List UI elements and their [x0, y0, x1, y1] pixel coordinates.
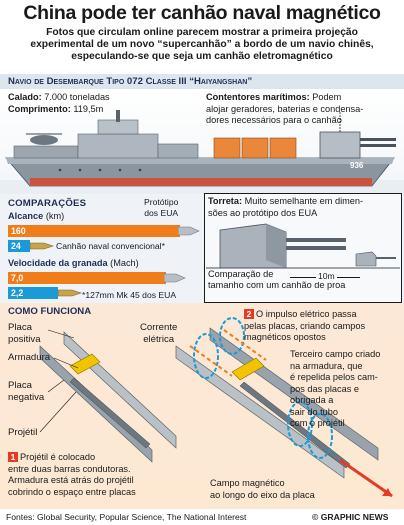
page-title: China pode ter canhão naval magnético — [23, 2, 381, 24]
campo-magnetico-note: Campo magnético ao longo do eixo da plac… — [210, 478, 315, 500]
hull-number: 936 — [350, 161, 364, 170]
velocidade-heading: Velocidade da granada (Mach) — [8, 258, 139, 268]
ship-name-bar — [0, 74, 404, 89]
turret-text: Torreta: Muito semelhante em dimen- sões… — [208, 196, 364, 218]
velocidade-bar-conventional: 2,2 — [8, 287, 58, 299]
third-field-note: Terceiro campo criado na armadura, que é… — [290, 349, 381, 428]
conventional-label: Canhão naval convencional* — [56, 241, 165, 251]
prototype-shell-icon — [178, 226, 200, 236]
how-title: Como Funciona — [8, 306, 92, 317]
alcance-bar-conventional-value: 24 — [11, 241, 21, 251]
prototype-label: Protótipo dos EUA — [144, 197, 179, 218]
velocidade-bar-prototype: 7,0 — [8, 272, 166, 284]
alcance-heading: Alcance (km) — [8, 211, 65, 221]
alcance-bar-conventional — [8, 240, 30, 252]
railgun-diagram — [39, 317, 393, 498]
footer — [0, 509, 404, 525]
page-subtitle: Fotos que circulam online parecem mostra… — [30, 27, 374, 62]
label-projetil: Projétil — [8, 427, 38, 438]
conventional-shell-icon-2 — [58, 289, 82, 297]
turret-illustration — [206, 223, 400, 269]
scale-label: 10m — [316, 271, 337, 282]
ship-specs: Calado: 7.000 toneladas Comprimento: 119… — [8, 92, 110, 114]
ship-illustration — [0, 110, 404, 194]
conventional-shell-icon — [30, 242, 54, 250]
alcance-bar-prototype: 160 — [8, 225, 180, 237]
containers-note: Contentores marítimos: Podem alojar gera… — [206, 92, 364, 125]
turret-compare-note: Comparação de tamanho com um canhão de p… — [208, 269, 346, 290]
footnote: *127mm Mk 45 dos EUA — [82, 290, 177, 300]
footer-sources: Fontes: Global Security, Popular Science… — [6, 512, 247, 522]
footer-brand: © GRAPHIC NEWS — [312, 512, 389, 522]
comparisons-title: Comparações — [8, 198, 87, 209]
prototype-shell-icon-2 — [164, 273, 186, 283]
ship-name: Navio de Desembarque Tipo 072 Classe III… — [8, 76, 253, 87]
label-armadura: Armadura — [8, 352, 51, 363]
